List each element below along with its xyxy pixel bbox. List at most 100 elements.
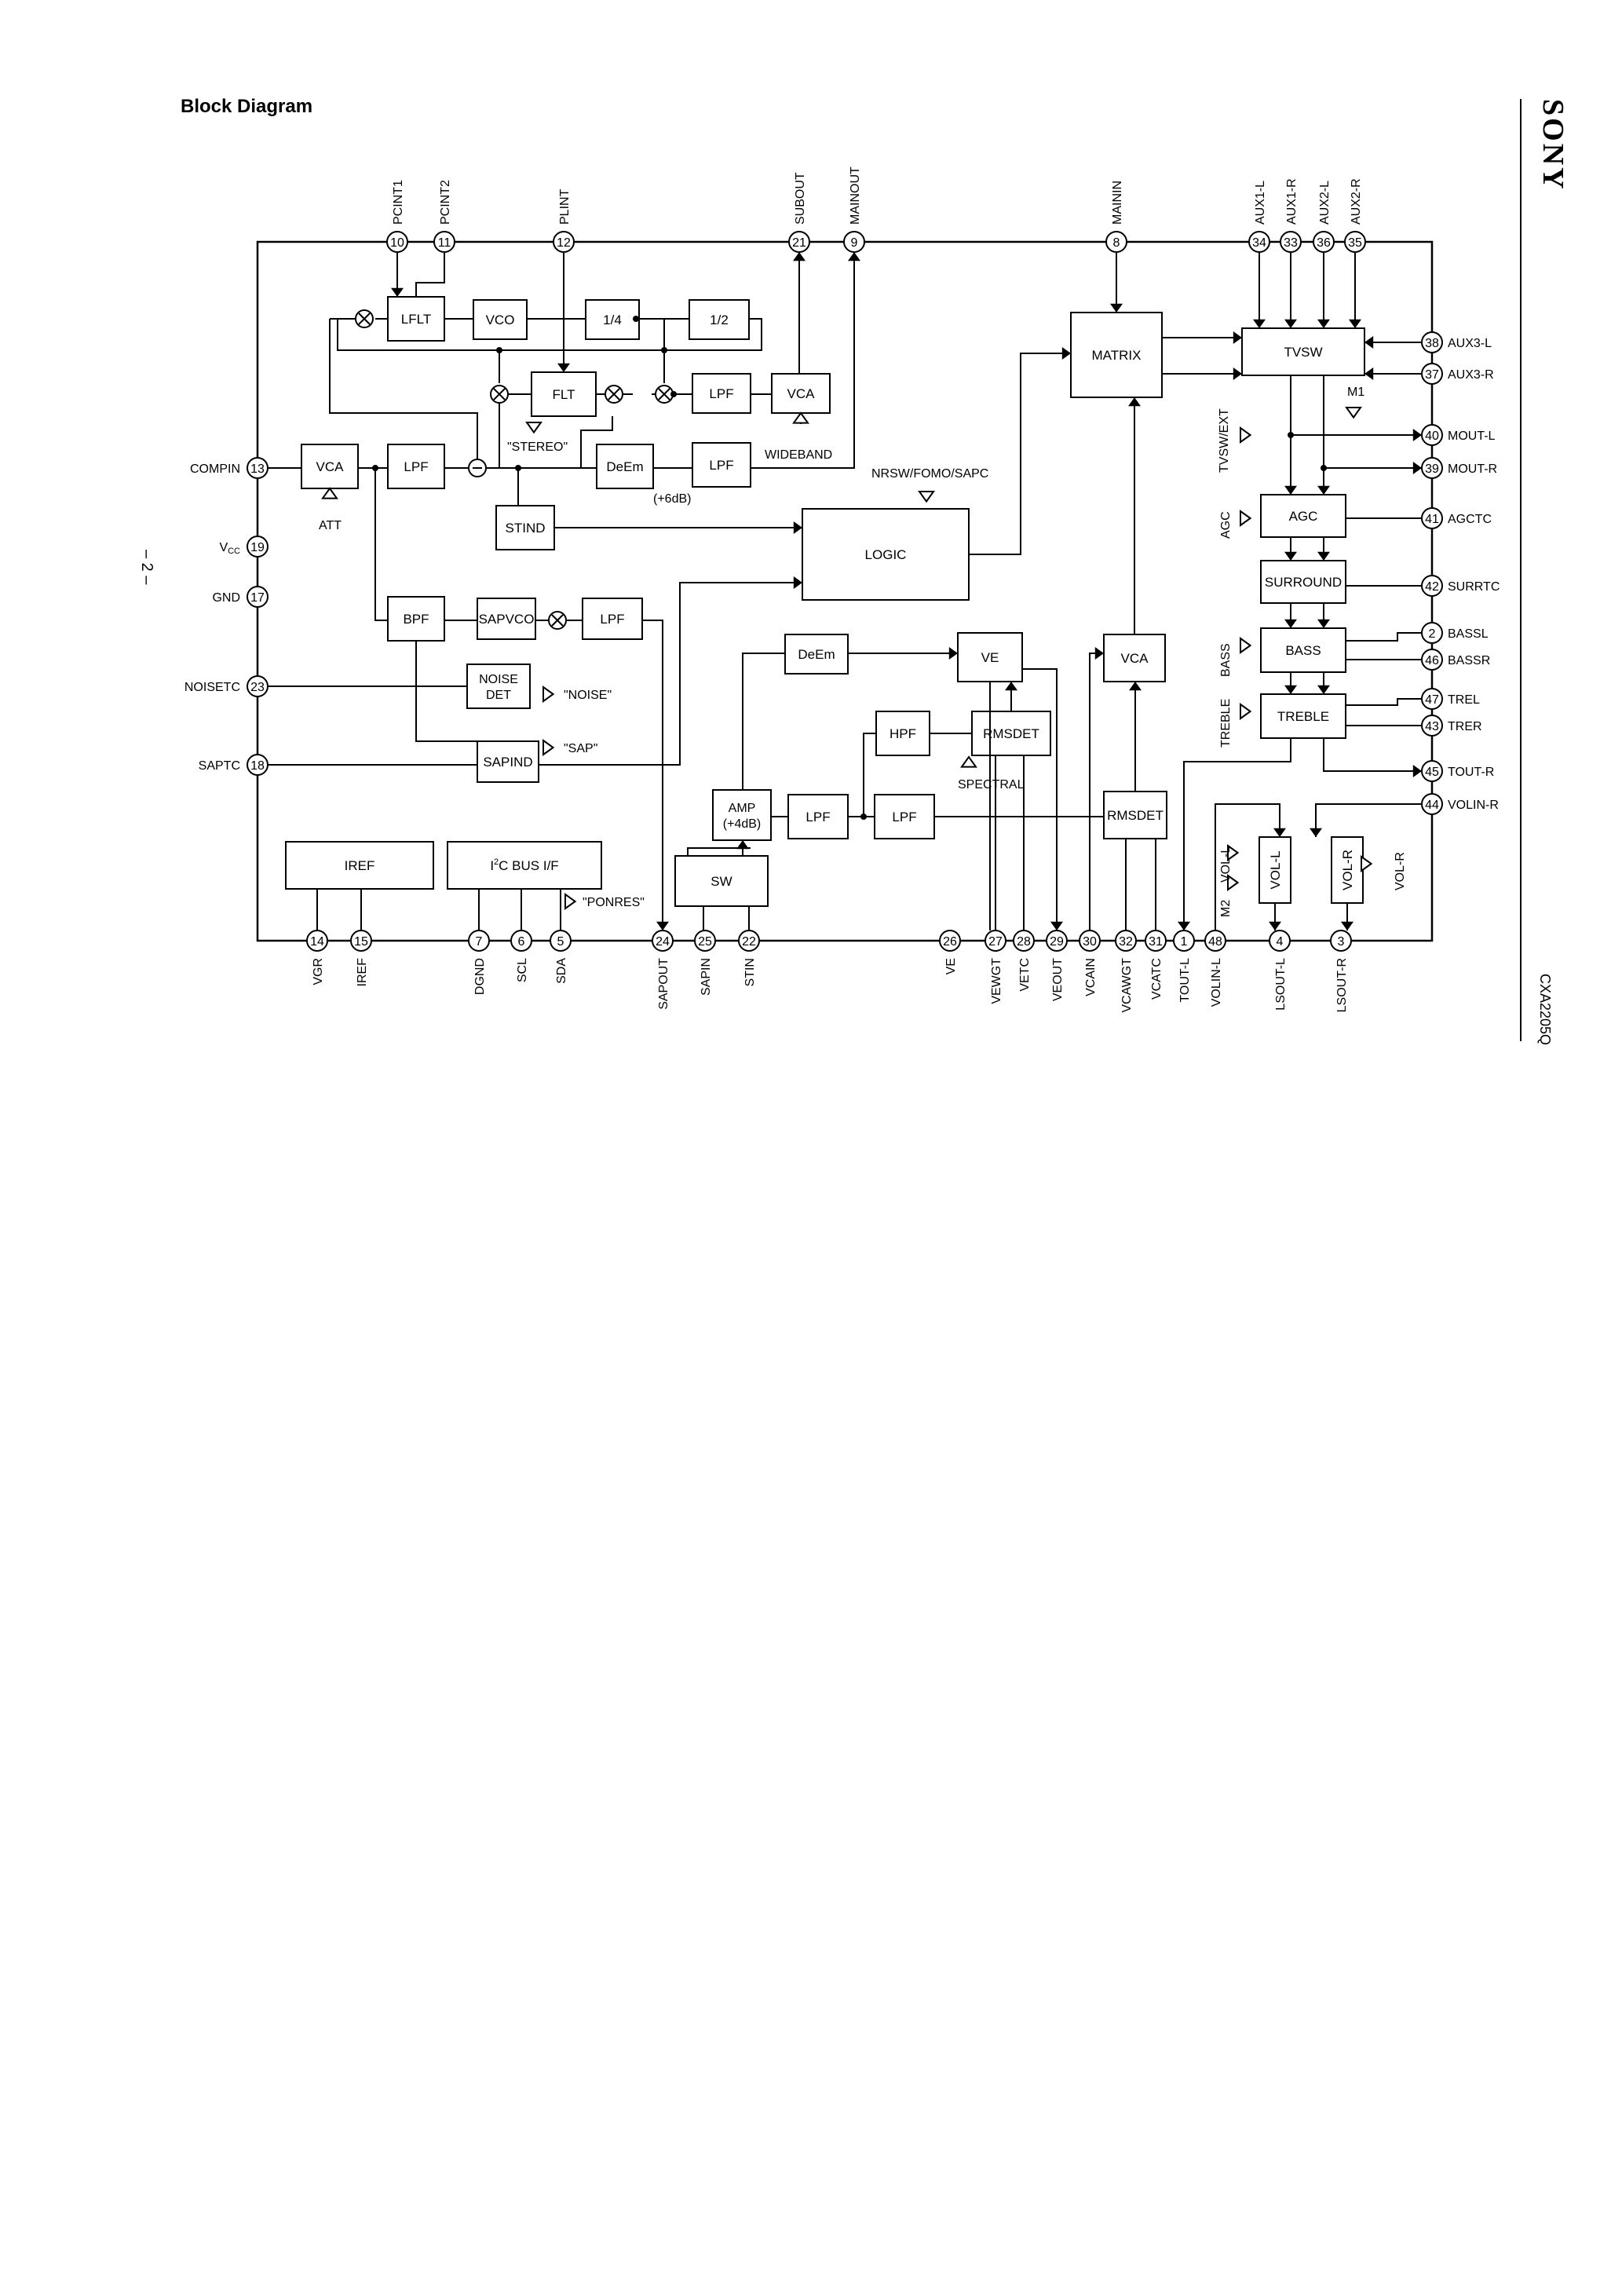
signal-wire	[337, 318, 762, 351]
arrowhead	[948, 647, 958, 660]
arrowhead	[1061, 347, 1071, 360]
signal-wire	[1022, 668, 1058, 930]
signal-wire	[969, 353, 1071, 555]
pin-label: MAININ	[1111, 181, 1124, 225]
wideband-label: WIDEBAND	[765, 448, 832, 462]
arrowhead	[1317, 551, 1330, 561]
arrowhead	[1349, 319, 1361, 328]
block-vca_in: VCA	[301, 444, 359, 489]
pin-label: VCATC	[1150, 958, 1164, 1000]
arrowhead	[1412, 462, 1422, 474]
pin-number: 43	[1425, 720, 1439, 733]
ponres-label: "PONRES"	[583, 896, 645, 909]
arrowhead	[1284, 485, 1297, 495]
block-volr: VOL-R	[1331, 836, 1364, 904]
block-sapvco: SAPVCO	[477, 598, 536, 640]
m1-label: M1	[1347, 386, 1364, 399]
block-label: DeEm	[798, 647, 835, 662]
block-treble: TREBLE	[1260, 693, 1346, 739]
volr-control-label: VOL-R	[1394, 852, 1407, 890]
pin-label: AUX3-L	[1448, 337, 1492, 350]
pin-label: COMPIN	[190, 462, 240, 476]
pin-number: 1	[1181, 935, 1188, 949]
arrowhead	[1317, 685, 1330, 694]
arrowhead	[1284, 619, 1297, 628]
pin-label: TREL	[1448, 693, 1480, 707]
page-heading: Block Diagram	[181, 96, 313, 117]
pin-number: 13	[250, 462, 265, 476]
pin-label: SAPOUT	[657, 958, 670, 1010]
pin-label: PCINT2	[439, 180, 452, 225]
pin-number: 42	[1425, 580, 1439, 594]
block-label: AMP	[729, 802, 756, 815]
signal-wire	[415, 252, 445, 297]
pin-label: AUX2-L	[1318, 181, 1332, 225]
block-label: LPF	[600, 612, 624, 627]
pin-label: SURRTC	[1448, 580, 1500, 594]
pin-label: PCINT1	[392, 180, 405, 225]
block-label: LPF	[892, 810, 916, 824]
block-deem_a: DeEm	[596, 444, 654, 489]
pin-number: 30	[1083, 935, 1097, 949]
voll-control-label: VOL-L	[1219, 846, 1233, 883]
pin-number: 3	[1338, 935, 1345, 949]
block-label: VE	[981, 650, 999, 665]
block-rmsdet_b: RMSDET	[1103, 791, 1167, 839]
pin-number: 7	[476, 935, 483, 949]
pin-number: 14	[310, 935, 324, 949]
signal-wire	[329, 319, 478, 468]
arrowhead	[1364, 336, 1374, 349]
pin-number: 46	[1425, 654, 1439, 667]
junction-dot	[661, 347, 667, 353]
pin-label: AUX1-R	[1285, 178, 1299, 225]
signal-wire	[415, 641, 478, 754]
pin-number: 21	[792, 236, 806, 250]
block-bpf: BPF	[387, 596, 445, 642]
pin-number: 9	[851, 236, 858, 250]
arrowhead	[1005, 682, 1017, 691]
block-hpf: HPF	[875, 711, 930, 756]
stereo-label: "STEREO"	[507, 441, 568, 454]
pin-number: 23	[250, 681, 265, 694]
arrowhead	[1050, 921, 1063, 930]
junction-dot	[860, 813, 867, 820]
block-lpf_a: LPF	[692, 373, 751, 414]
pin-label: AUX3-R	[1448, 368, 1494, 382]
pin-number: 37	[1425, 368, 1439, 382]
signal-wire	[1323, 738, 1422, 772]
agc-control-label: AGC	[1219, 511, 1233, 539]
block-voll: VOL-L	[1259, 836, 1291, 904]
control-arrow	[542, 739, 555, 756]
block-label: LPF	[709, 458, 733, 473]
signal-wire	[1315, 803, 1422, 837]
nrsw-label: NRSW/FOMO/SAPC	[871, 467, 988, 481]
block-label: VCA	[1121, 651, 1149, 666]
arrowhead	[1233, 367, 1242, 380]
junction-dot	[372, 465, 378, 471]
pin-number: 6	[518, 935, 525, 949]
treble-control-label: TREBLE	[1219, 699, 1233, 748]
arrowhead	[1341, 921, 1353, 930]
pin-label: TOUT-L	[1178, 958, 1192, 1003]
pin-label: SDA	[555, 958, 568, 984]
junction-dot	[670, 391, 677, 397]
block-iref: IREF	[285, 841, 434, 890]
block-label: 1/2	[710, 313, 729, 327]
arrowhead	[1094, 647, 1104, 660]
arrowhead	[656, 921, 669, 930]
arrowhead	[848, 252, 860, 261]
arrowhead	[1284, 685, 1297, 694]
block-label: SW	[711, 874, 732, 889]
